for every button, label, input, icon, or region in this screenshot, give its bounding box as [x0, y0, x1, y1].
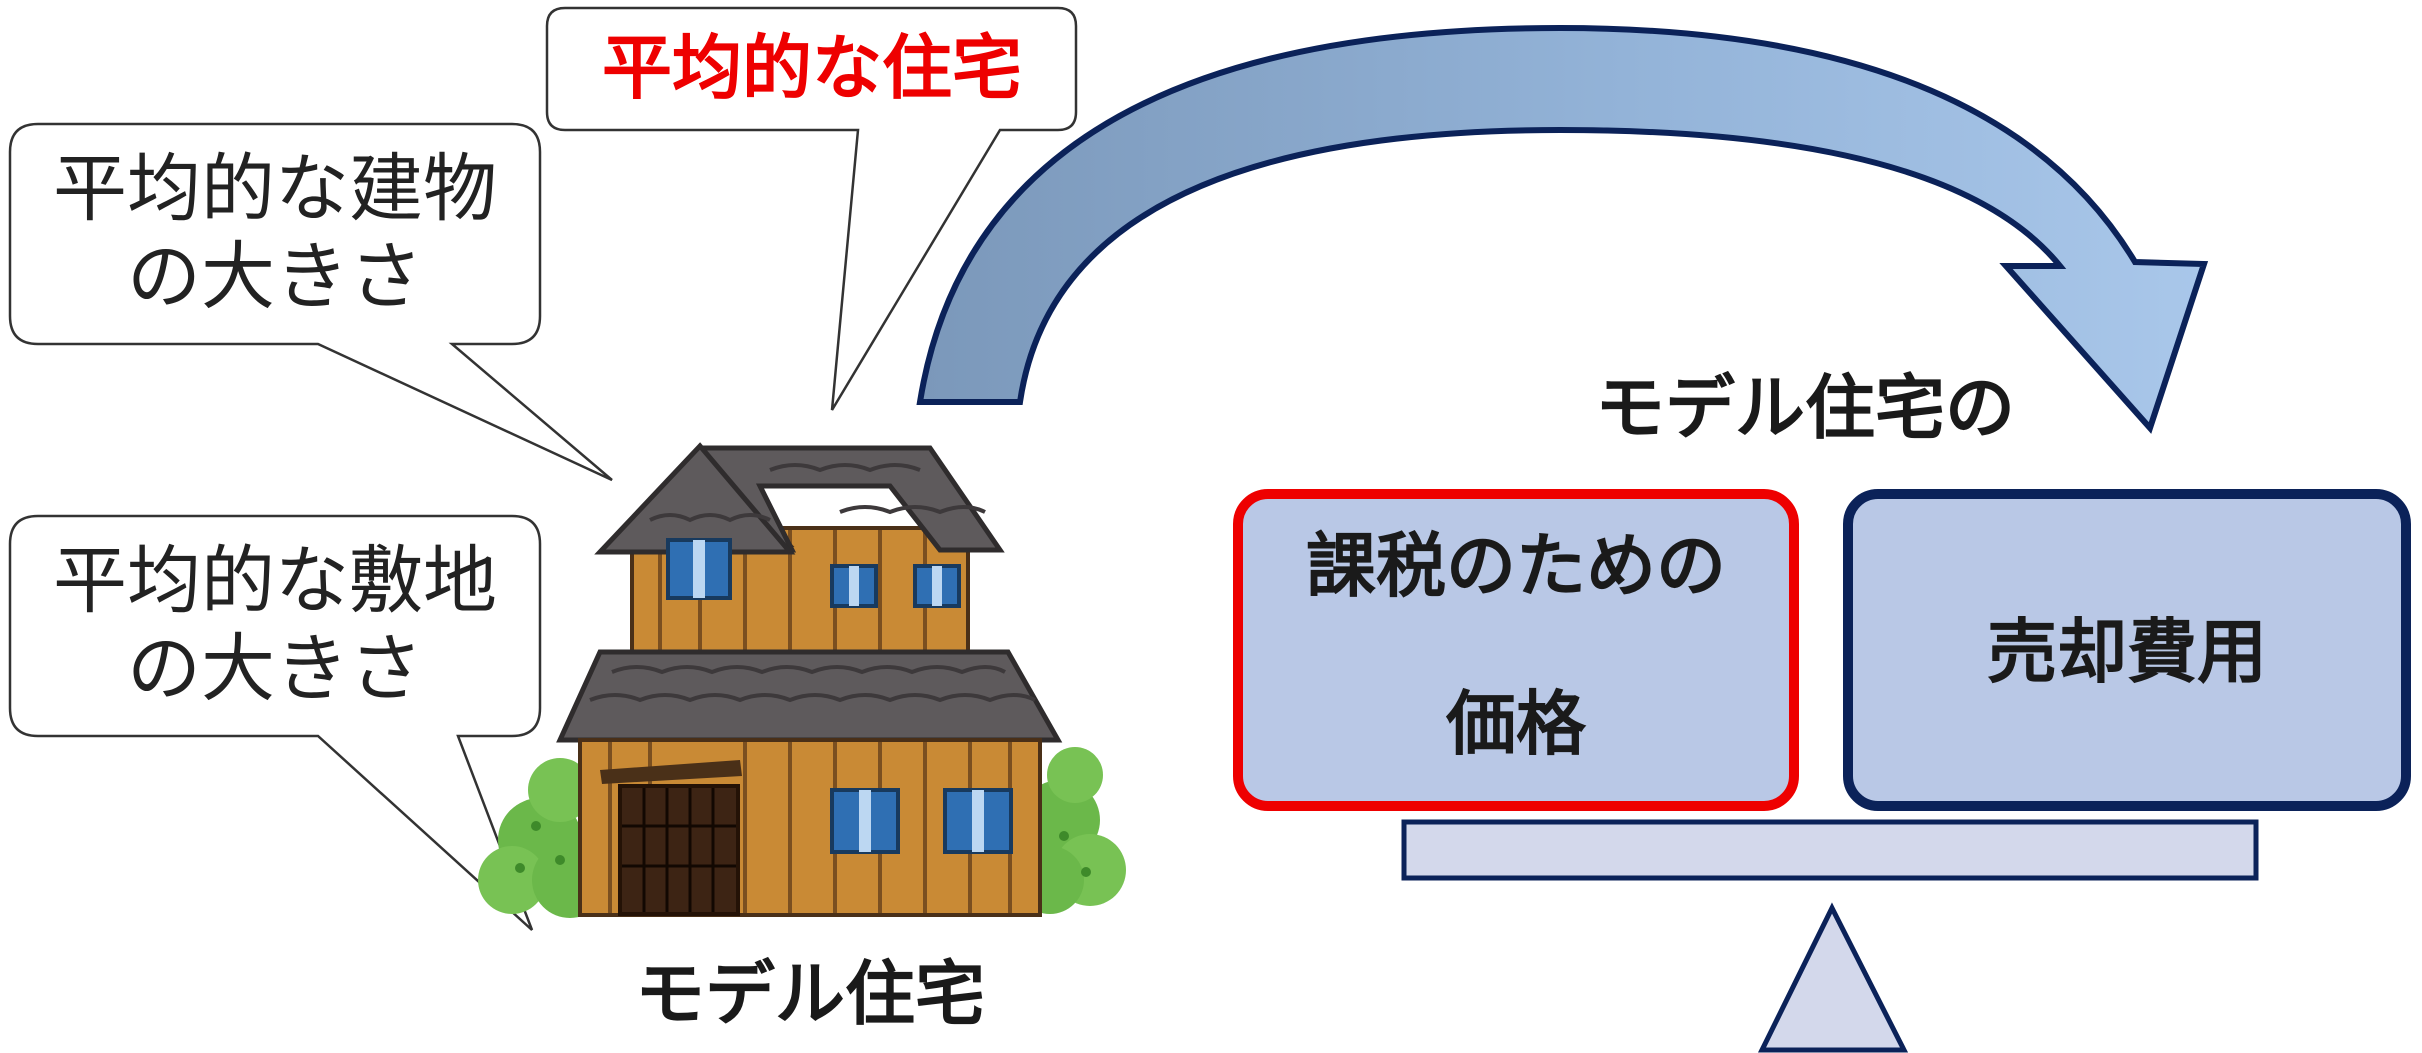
taxable-price-line1: 課税のための — [1306, 525, 1726, 607]
model-house-caption: モデル住宅 — [635, 953, 985, 1035]
selling-cost-box: 売却費用 — [1843, 489, 2411, 811]
upper-window-middle — [830, 564, 878, 608]
balance-heading: モデル住宅の — [1595, 367, 2015, 449]
building-size-line1: 平均的な建物 — [53, 146, 497, 232]
curved-arrow — [916, 24, 2209, 434]
speech-bubble-average-house: 平均的な住宅 — [545, 6, 1078, 411]
balance-beam — [1401, 819, 2259, 881]
house-illustration — [478, 442, 1126, 918]
land-size-line2: の大きさ — [127, 626, 423, 712]
land-size-line1: 平均的な敷地 — [53, 538, 497, 624]
lower-window-left — [830, 788, 900, 854]
speech-bubble-land-size: 平均的な敷地 の大きさ — [8, 514, 542, 931]
upper-window-left — [666, 538, 732, 600]
balance-fulcrum — [1757, 902, 1909, 1053]
speech-bubble-building-size: 平均的な建物 の大きさ — [8, 122, 613, 482]
lower-window-right — [943, 788, 1013, 854]
selling-cost-label: 売却費用 — [1987, 611, 2267, 693]
taxable-price-line2: 価格 — [1445, 683, 1587, 765]
upper-window-right — [913, 564, 961, 608]
taxable-price-box: 課税のための 価格 — [1233, 489, 1799, 811]
average-house-label: 平均的な住宅 — [602, 27, 1022, 109]
front-door — [600, 760, 742, 916]
building-size-line2: の大きさ — [127, 234, 423, 320]
